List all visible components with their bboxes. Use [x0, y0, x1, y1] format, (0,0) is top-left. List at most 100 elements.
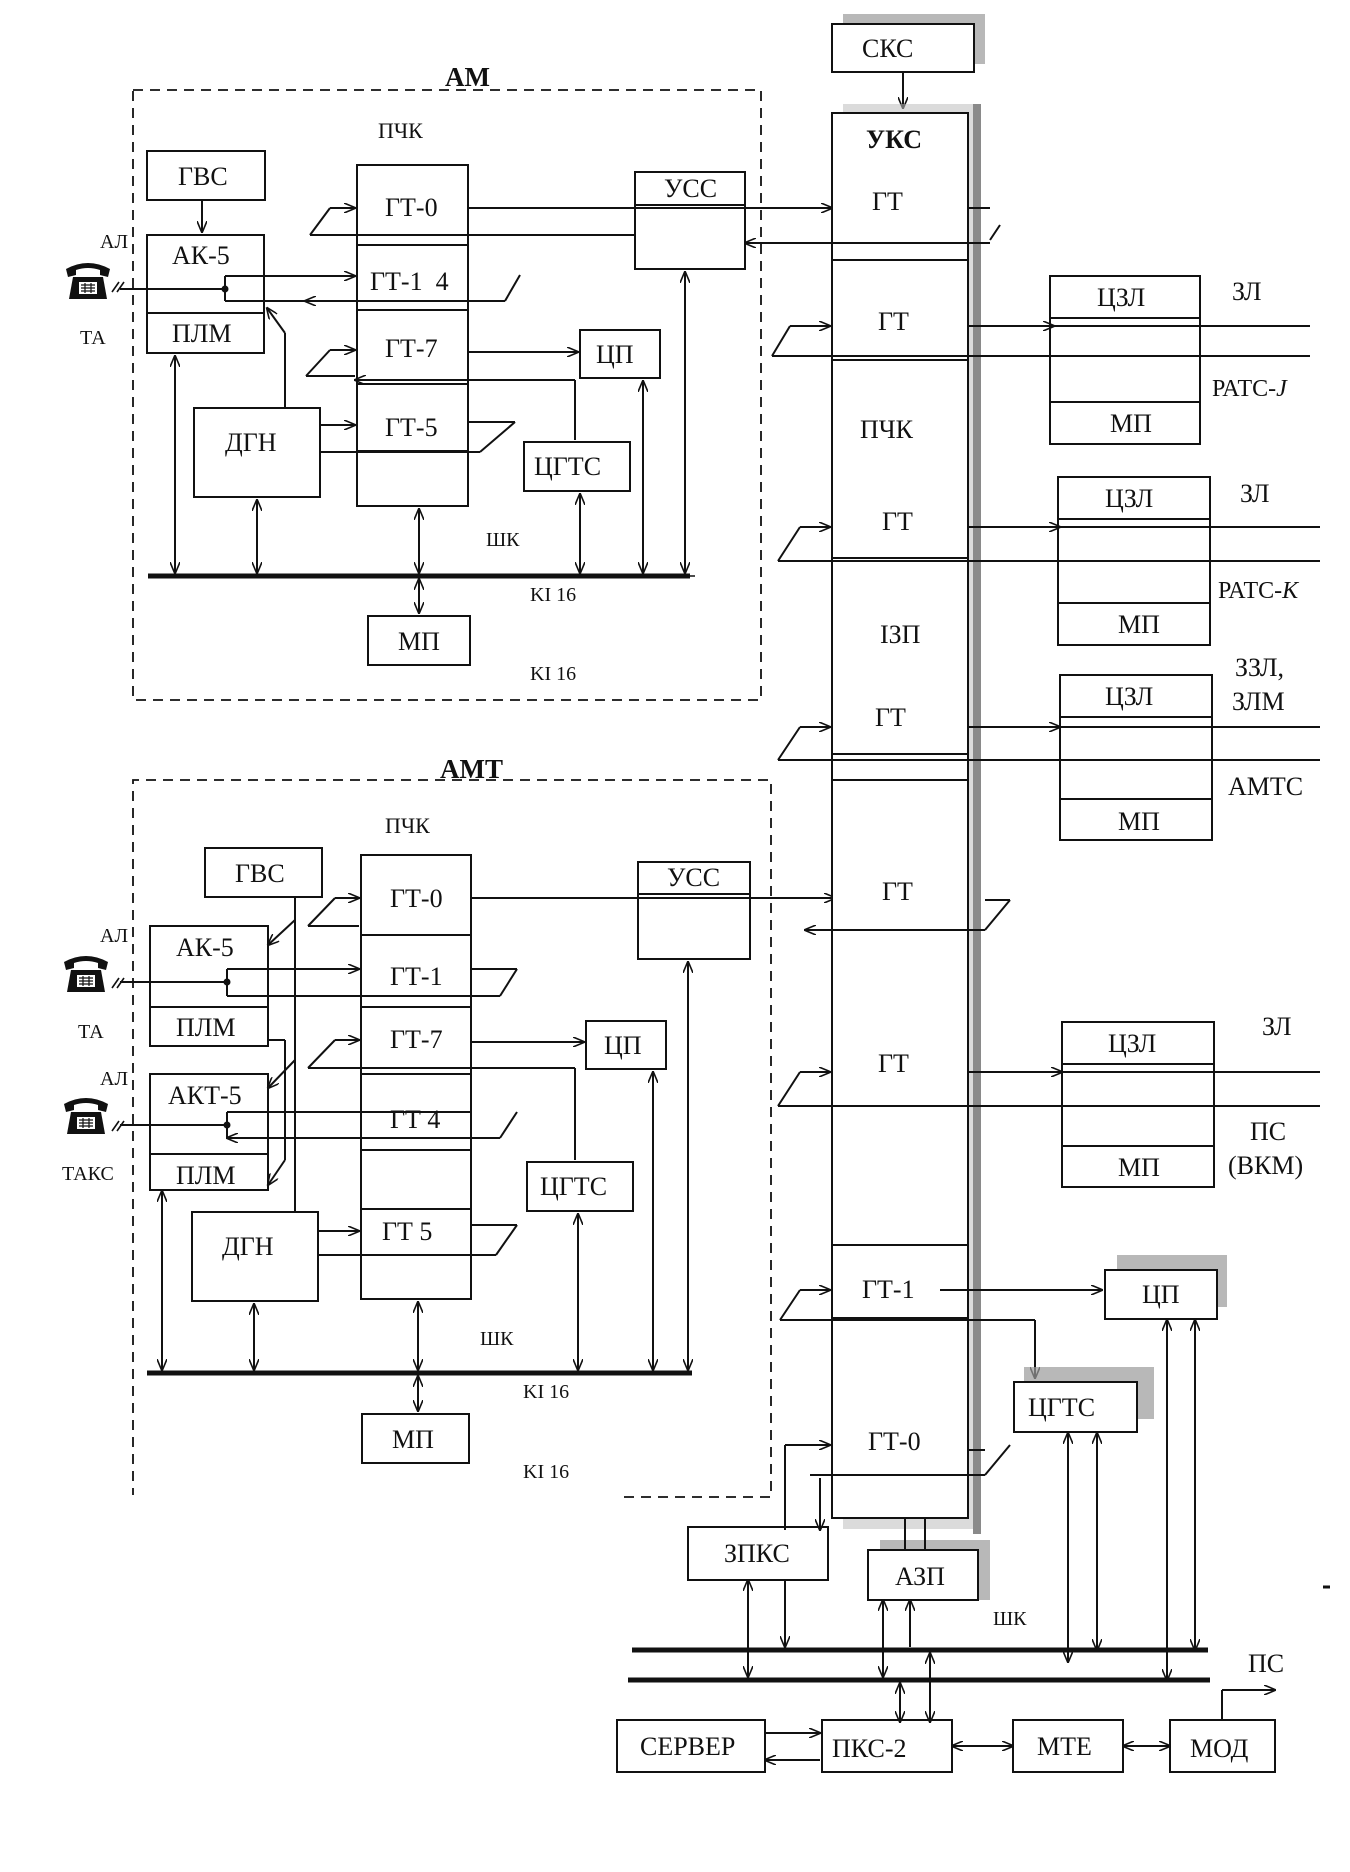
- zpks-label: ЗПКС: [724, 1539, 790, 1568]
- amt-ta-label: ТА: [78, 1021, 104, 1043]
- am-ak-label: АК-5: [172, 241, 230, 270]
- amt-dgn-label: ДГН: [222, 1232, 274, 1261]
- czl-block-rats-j: [1049, 275, 1201, 445]
- sks-label: СКС: [862, 34, 913, 63]
- czl-block-rats-k: [1057, 476, 1211, 646]
- amt-mp-label: МП: [392, 1425, 434, 1454]
- amt-cp-block: [585, 1020, 667, 1070]
- amt-ki16-label-b: KI 16: [523, 1461, 569, 1483]
- phone-icon-am: [65, 262, 111, 300]
- czl3-label: ЦЗЛ: [1105, 682, 1153, 711]
- am-mp-block: [367, 615, 471, 666]
- zl1-label: ЗЛ: [1232, 277, 1262, 306]
- amt-gt7-label: ГТ-7: [390, 1025, 443, 1054]
- am-dgn-label: ДГН: [225, 428, 277, 457]
- server-block: [616, 1719, 766, 1773]
- am-gvs-label: ГВС: [178, 162, 228, 191]
- uks-gt-c: ГТ: [882, 507, 913, 536]
- amts-label: АМТС: [1228, 772, 1303, 801]
- amt-dgn-block: [191, 1211, 319, 1302]
- am-mp-label: МП: [398, 627, 440, 656]
- amt-cp-label: ЦП: [604, 1031, 642, 1060]
- am-pchk-label: ПЧК: [378, 118, 423, 143]
- amt-uss-block: [637, 861, 751, 960]
- right-cgts-label: ЦГТС: [1028, 1393, 1095, 1422]
- rats-j-label: РАТС-J: [1212, 376, 1288, 402]
- uks-izp-label: ІЗП: [880, 620, 921, 649]
- azp-label: АЗП: [895, 1562, 945, 1591]
- am-cp-block: [579, 329, 661, 379]
- am-gt5-label: ГТ-5: [385, 413, 438, 442]
- am-al-label: АЛ: [100, 231, 128, 253]
- mod-label: МОД: [1190, 1734, 1249, 1763]
- am-ki16-label-a: KI 16: [530, 584, 576, 606]
- amt-pchk-label: ПЧК: [385, 813, 430, 838]
- amt-gt5-label: ГТ 5: [382, 1217, 432, 1246]
- mp3-label: МП: [1118, 807, 1160, 836]
- uks-gt-b: ГТ: [878, 307, 909, 336]
- amt-module-border: [132, 779, 772, 1498]
- czl1-label: ЦЗЛ: [1097, 283, 1145, 312]
- am-plm-label: ПЛМ: [172, 319, 232, 348]
- czl-block-ps: [1061, 1021, 1215, 1188]
- uks-column: [831, 112, 969, 1519]
- amt-ak-label: АК-5: [176, 933, 234, 962]
- amt-title: АМТ: [440, 754, 503, 784]
- am-ta-label: ТА: [80, 327, 106, 349]
- uks-gt0-label: ГТ-0: [868, 1427, 921, 1456]
- zl2-label: ЗЛ: [1240, 479, 1270, 508]
- zlm-label: ЗЛМ: [1232, 687, 1285, 716]
- am-gvs-block: [146, 150, 266, 201]
- sks-block: [831, 23, 975, 73]
- ps-label-a: ПС: [1250, 1117, 1286, 1146]
- zpks-block: [687, 1526, 829, 1581]
- amt-ki16-label-a: KI 16: [523, 1381, 569, 1403]
- amt-gvs-label: ГВС: [235, 859, 285, 888]
- czl4-label: ЦЗЛ: [1108, 1029, 1156, 1058]
- amt-cgts-label: ЦГТС: [540, 1172, 607, 1201]
- amt-gt4-label: ГТ 4: [390, 1105, 440, 1134]
- phone-icon-amt-ta: [63, 955, 109, 993]
- phone-icon-amt-taks: [63, 1097, 109, 1135]
- server-label: СЕРВЕР: [640, 1732, 735, 1761]
- am-ak-block: [146, 234, 265, 354]
- uks-gt-d: ГТ: [875, 703, 906, 732]
- amt-gvs-block: [204, 847, 323, 898]
- right-cgts-block: [1013, 1381, 1138, 1433]
- pks2-label: ПКС-2: [832, 1734, 906, 1763]
- am-cp-label: ЦП: [596, 340, 634, 369]
- am-shk-label: ШК: [486, 529, 520, 551]
- am-gt7-label: ГТ-7: [385, 334, 438, 363]
- am-cgts-block: [523, 441, 631, 492]
- amt-al-label-1: АЛ: [100, 925, 128, 947]
- right-cp-label: ЦП: [1142, 1280, 1180, 1309]
- am-uss-label: УСС: [664, 174, 717, 203]
- am-pchk-block: [356, 164, 469, 507]
- am-cgts-label: ЦГТС: [534, 452, 601, 481]
- am-gt1-label: ГТ-1 4: [370, 267, 449, 296]
- bottom-shk-label: ШК: [993, 1608, 1027, 1630]
- amt-shk-label: ШК: [480, 1328, 514, 1350]
- amt-gt1-label: ГТ-1: [390, 962, 443, 991]
- uks-gt-e: ГТ: [882, 877, 913, 906]
- uks-pchk-label: ПЧК: [860, 415, 914, 444]
- amt-al-label-2: АЛ: [100, 1068, 128, 1090]
- uks-gt-a: ГТ: [872, 187, 903, 216]
- mp2-label: МП: [1118, 610, 1160, 639]
- amt-gt0-label: ГТ-0: [390, 884, 443, 913]
- uks-label: УКС: [866, 125, 922, 154]
- am-module-border: [132, 89, 762, 701]
- azp-block: [867, 1549, 979, 1601]
- amt-akt-block: [149, 1073, 269, 1191]
- uks-gt-f: ГТ: [878, 1049, 909, 1078]
- mp1-label: МП: [1110, 409, 1152, 438]
- amt-akt-label: АКТ-5: [168, 1081, 242, 1110]
- amt-mp-block: [361, 1413, 470, 1464]
- amt-plm-label-1: ПЛМ: [176, 1013, 236, 1042]
- amt-taks-label: ТАКС: [62, 1163, 114, 1185]
- mte-label: МТЕ: [1037, 1732, 1092, 1761]
- am-uss-block: [634, 171, 746, 270]
- am-gt0-label: ГТ-0: [385, 193, 438, 222]
- amt-cgts-block: [526, 1161, 634, 1212]
